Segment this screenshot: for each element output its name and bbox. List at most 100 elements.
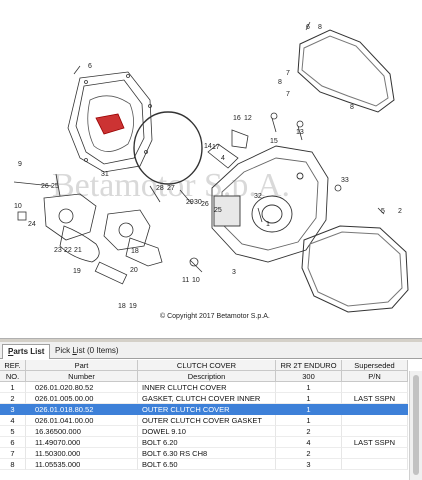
column-header-ref[interactable]: REF. (0, 360, 26, 371)
cell-ref: 7 (0, 448, 26, 459)
cell-description: INNER CLUTCH COVER (138, 382, 276, 393)
callout-label: 10 (192, 277, 200, 284)
cell-quantity: 4 (276, 437, 342, 448)
table-row-selected[interactable]: 3 026.01.018.80.52 OUTER CLUTCH COVER 1 (0, 404, 408, 415)
cell-ref: 2 (0, 393, 26, 404)
table-scrollbar[interactable] (409, 371, 422, 480)
copyright-notice: © Copyright 2017 Betamotor S.p.A. (160, 312, 270, 320)
callout-label: 12 (244, 115, 252, 122)
table-row[interactable]: 4 026.01.041.00.00 OUTER CLUTCH COVER GA… (0, 415, 408, 426)
parts-table: REF. Part CLUTCH COVER RR 2T ENDURO Supe… (0, 360, 422, 480)
water-pump-parts-drawing[interactable] (13, 173, 163, 285)
tab-bar: Parts List Pick List (0 Items) (0, 342, 422, 359)
table-row[interactable]: 6 11.49070.000 BOLT 6.20 4 LAST SSPN (0, 437, 408, 448)
callout-label: 30 (194, 199, 202, 206)
o-ring-gasket-drawing[interactable] (133, 111, 203, 185)
column-header-no[interactable]: NO. (0, 371, 26, 382)
cell-ref: 6 (0, 437, 26, 448)
tab-label-suffix: ist (0 Items) (76, 346, 119, 355)
table-row[interactable]: 7 11.50300.000 BOLT 6.30 RS CH8 2 (0, 448, 408, 459)
callout-label: 15 (270, 138, 278, 145)
diagram-canvas: Betamotor S.p.A. (13, 21, 409, 320)
table-row[interactable]: 2 026.01.005.00.00 GASKET, CLUTCH COVER … (0, 393, 408, 404)
callout-label: 7 (286, 91, 290, 98)
cell-superseded (342, 426, 408, 437)
fasteners-drawing[interactable] (73, 21, 385, 273)
cell-superseded: LAST SSPN (342, 437, 408, 448)
callout-label: 14 (204, 143, 212, 150)
cell-superseded (342, 382, 408, 393)
callout-label: 7 (286, 70, 290, 77)
table-row[interactable]: 1 026.01.020.80.52 INNER CLUTCH COVER 1 (0, 382, 408, 393)
inner-gasket-top-drawing[interactable] (297, 29, 395, 113)
callout-label: 20 (130, 267, 138, 274)
tab-pick-list[interactable]: Pick List (0 Items) (50, 344, 124, 359)
column-header-title[interactable]: CLUTCH COVER (138, 360, 276, 371)
cell-description: DOWEL 9.10 (138, 426, 276, 437)
outer-clutch-cover-drawing[interactable] (67, 71, 153, 173)
inner-clutch-cover-drawing[interactable] (211, 145, 329, 263)
callout-label: 9 (18, 161, 22, 168)
cell-ref: 5 (0, 426, 26, 437)
callout-label: 33 (341, 177, 349, 184)
cell-part-number: 026.01.041.00.00 (26, 415, 138, 426)
cell-superseded: LAST SSPN (342, 393, 408, 404)
column-header-number[interactable]: Number (26, 371, 138, 382)
cell-part-number: 026.01.005.00.00 (26, 393, 138, 404)
callout-label: 5 (381, 208, 385, 215)
callout-label: 10 (14, 203, 22, 210)
callout-labels: 6 8 6 7 8 7 8 16 12 13 15 14 17 4 9 31 2… (14, 24, 402, 310)
callout-label: 26 (201, 201, 209, 208)
cell-superseded (342, 415, 408, 426)
callout-label: 26 (41, 183, 49, 190)
callout-label: 31 (101, 171, 109, 178)
panel-splitter[interactable] (0, 338, 422, 342)
callout-label: 1 (266, 221, 270, 228)
callout-label: 25 (214, 207, 222, 214)
tab-parts-list[interactable]: Parts List (2, 344, 51, 359)
callout-label: 27 (167, 185, 175, 192)
tab-label-accelerator: P (8, 347, 14, 356)
cell-quantity: 1 (276, 393, 342, 404)
callout-label: 18 (131, 248, 139, 255)
table-header-row: REF. Part CLUTCH COVER RR 2T ENDURO Supe… (0, 360, 408, 371)
cell-quantity: 2 (276, 448, 342, 459)
cell-quantity: 1 (276, 404, 342, 415)
outer-gasket-drawing[interactable] (301, 225, 409, 313)
callout-label: 19 (73, 268, 81, 275)
table-row[interactable]: 8 11.05535.000 BOLT 6.50 3 (0, 459, 408, 470)
cell-quantity: 1 (276, 382, 342, 393)
column-header-part[interactable]: Part (26, 360, 138, 371)
column-header-model-size[interactable]: 300 (276, 371, 342, 382)
callout-label: 28 (156, 185, 164, 192)
callout-label: 8 (278, 79, 282, 86)
callout-label: 13 (296, 129, 304, 136)
callout-label: 8 (350, 104, 354, 111)
cell-description: GASKET, CLUTCH COVER INNER (138, 393, 276, 404)
cell-description: BOLT 6.30 RS CH8 (138, 448, 276, 459)
scrollbar-thumb[interactable] (413, 375, 419, 475)
column-header-pn[interactable]: P/N (342, 371, 408, 382)
table-row[interactable]: 5 16.36500.000 DOWEL 9.10 2 (0, 426, 408, 437)
column-header-description[interactable]: Description (138, 371, 276, 382)
cell-ref: 4 (0, 415, 26, 426)
callout-label: 29 (186, 199, 194, 206)
cell-ref: 1 (0, 382, 26, 393)
column-header-model[interactable]: RR 2T ENDURO (276, 360, 342, 371)
callout-label: 4 (221, 155, 225, 162)
callout-label: 21 (74, 247, 82, 254)
callout-label: 3 (232, 269, 236, 276)
column-header-superseded[interactable]: Superseded (342, 360, 408, 371)
cell-part-number: 11.49070.000 (26, 437, 138, 448)
cell-superseded (342, 459, 408, 470)
cell-part-number: 11.50300.000 (26, 448, 138, 459)
callout-label: 22 (64, 247, 72, 254)
cell-superseded (342, 404, 408, 415)
cell-part-number: 026.01.018.80.52 (26, 404, 138, 415)
callout-label: 23 (54, 247, 62, 254)
cell-description: BOLT 6.20 (138, 437, 276, 448)
exploded-parts-diagram[interactable]: Betamotor S.p.A. (0, 0, 422, 338)
callout-label: 25 (51, 183, 59, 190)
callout-label: 8 (318, 24, 322, 31)
cell-ref: 8 (0, 459, 26, 470)
